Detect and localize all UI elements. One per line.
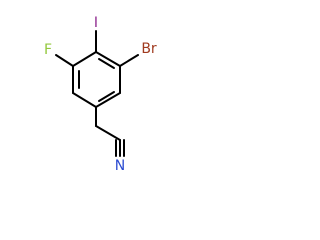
ring-bond-c1-c2 (95, 51, 121, 67)
ring-bond-c4-c5 (72, 92, 97, 108)
bond-c6-f (55, 54, 74, 67)
ring-bond-c3-c4 (95, 92, 121, 108)
atom-labels: F I Br N (44, 15, 157, 174)
bond-ch2-cnitrile (95, 125, 121, 141)
nitrogen-atom-label: N (115, 158, 125, 174)
bromine-atom-label: Br (141, 41, 157, 57)
molecule-diagram: F I Br N (44, 15, 157, 174)
fluorine-atom-label: F (44, 42, 52, 58)
bond-c2-br (119, 54, 139, 67)
bond-layer (55, 30, 139, 157)
iodine-atom-label: I (94, 15, 98, 31)
chemical-structure-canvas: F I Br N (43, 15, 157, 174)
ring-double-bond-inner-b (98, 91, 115, 102)
ring-double-bond-inner-a (98, 58, 115, 69)
ring-bond-c6-c1 (72, 51, 97, 67)
